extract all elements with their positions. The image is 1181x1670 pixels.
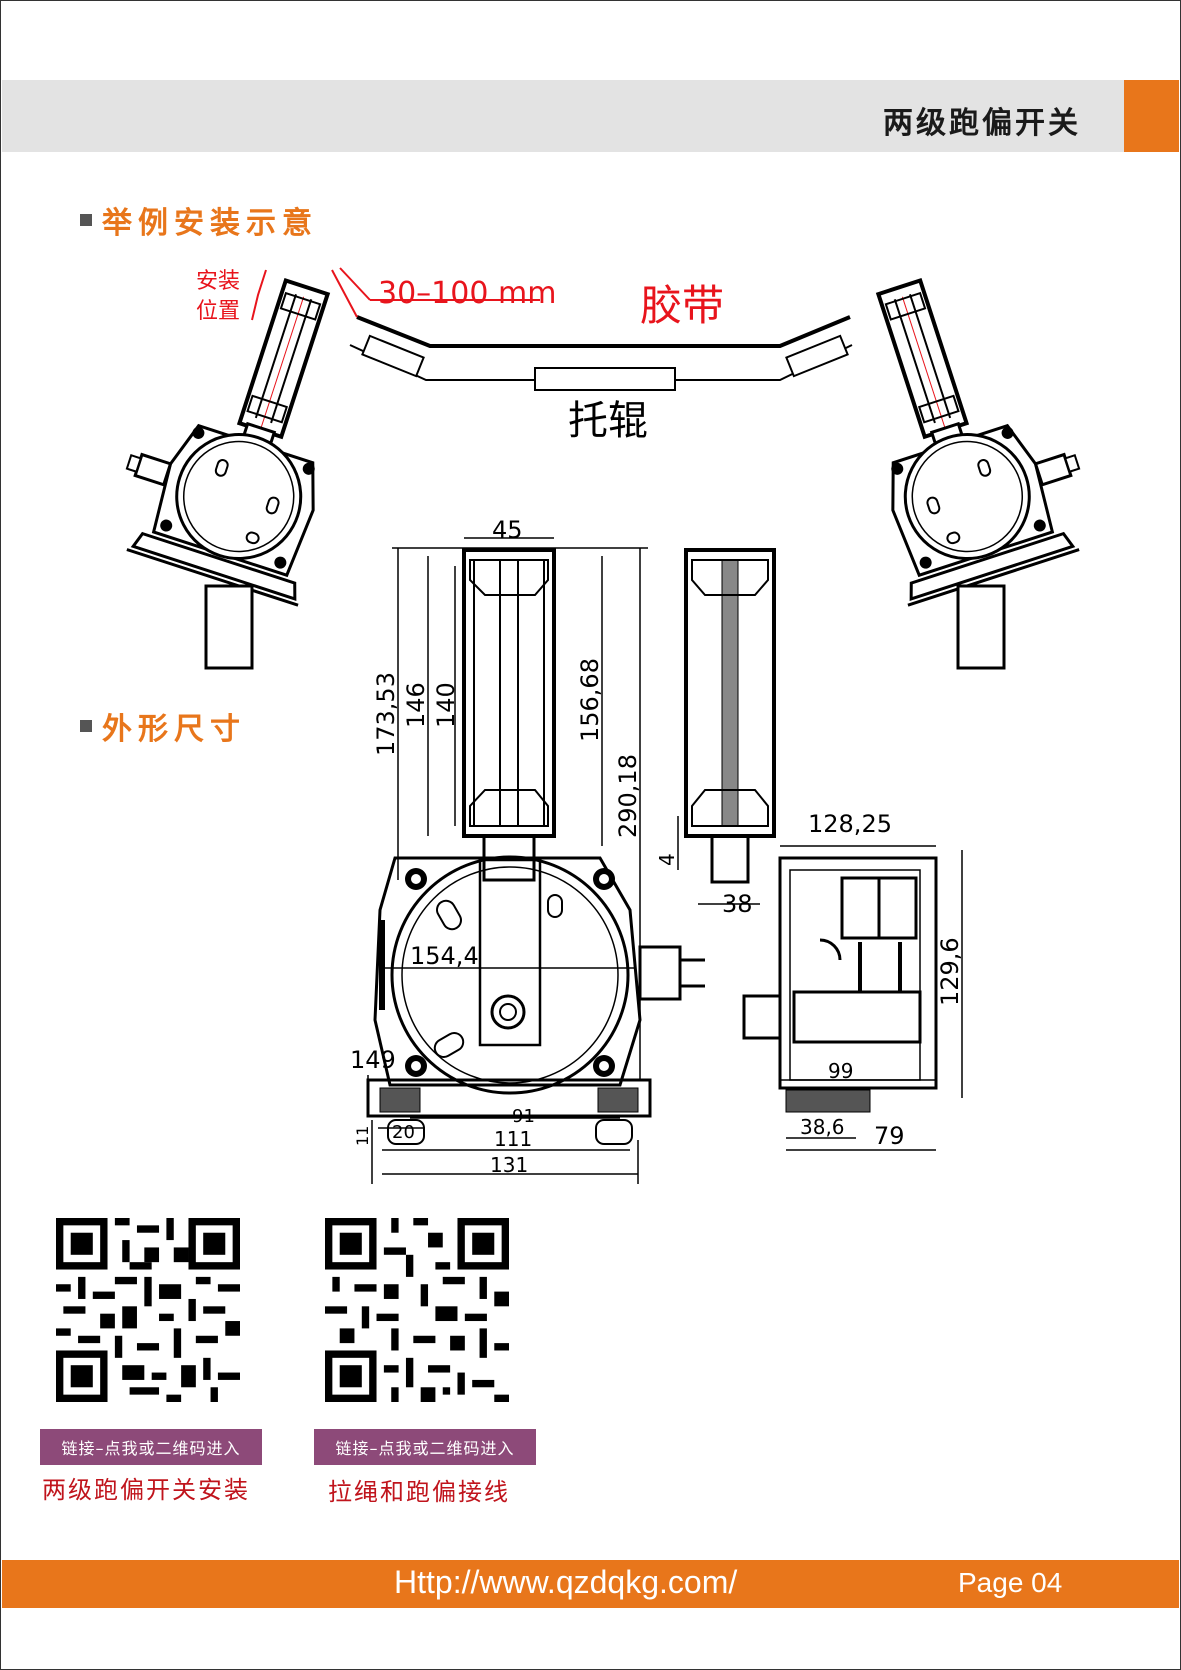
side-roller-left [361,334,425,378]
section-dimensions: 外形尺寸 [80,704,246,748]
mount-label-2: 位置 [196,299,240,324]
dim-140: 140 [432,682,460,728]
dimension-drawing: 45 173,53 146 140 156,68 290,18 154,4 14… [350,516,964,1184]
link-tag-wiring[interactable]: 链接–点我或二维码进入 [314,1429,536,1465]
dim-4: 4 [655,853,679,866]
link-tag-install[interactable]: 链接–点我或二维码进入 [40,1429,262,1465]
dim-91: 91 [512,1106,535,1127]
dim-38: 38 [722,890,753,918]
dim-99: 99 [828,1059,853,1083]
page-number: Page 04 [958,1567,1063,1598]
mount-label-1: 安装 [196,269,240,294]
belt-line [356,315,851,348]
gap-label: 30–100 mm [378,276,556,311]
roller-label: 托辊 [568,398,648,444]
dim-156: 156,68 [576,658,604,742]
left-post [204,584,254,670]
dim-45: 45 [492,516,523,544]
dim-11: 11 [353,1126,372,1146]
dim-111: 111 [494,1127,532,1151]
footer-bar [2,1560,1179,1608]
dim-128: 128,25 [808,810,892,838]
dim-290: 290,18 [614,754,642,838]
header-accent [1124,80,1179,152]
right-post [956,584,1006,670]
center-roller [534,367,676,391]
dim-154: 154,4 [410,942,479,970]
dim-20: 20 [392,1122,415,1143]
qr-code-wiring[interactable] [325,1218,509,1402]
page-title: 两级跑偏开关 [883,106,1081,141]
dim-79: 79 [874,1122,905,1150]
qr-code-install[interactable] [56,1218,240,1402]
dim-146: 146 [402,682,430,728]
square-bullet-icon [80,720,92,732]
caption-install[interactable]: 两级跑偏开关安装 [42,1476,250,1504]
side-roller-right [785,334,849,378]
belt-label: 胶带 [640,281,724,330]
footer-url-link[interactable]: Http://www.qzdqkg.com/ [394,1564,738,1600]
section-dimensions-title: 外形尺寸 [102,712,246,747]
dim-129: 129,6 [936,937,964,1006]
dim-173: 173,53 [372,672,400,756]
dim-38-6: 38,6 [800,1115,845,1139]
dim-131: 131 [490,1153,528,1177]
dim-149: 149 [350,1046,396,1074]
section-install: 举例安装示意 [80,198,318,242]
header-bar [2,80,1124,152]
caption-wiring[interactable]: 拉绳和跑偏接线 [328,1478,510,1506]
install-diagram: 安装 位置 30–100 mm 胶带 托辊 [101,249,1105,670]
section-install-title: 举例安装示意 [102,206,318,241]
square-bullet-icon [80,214,92,226]
